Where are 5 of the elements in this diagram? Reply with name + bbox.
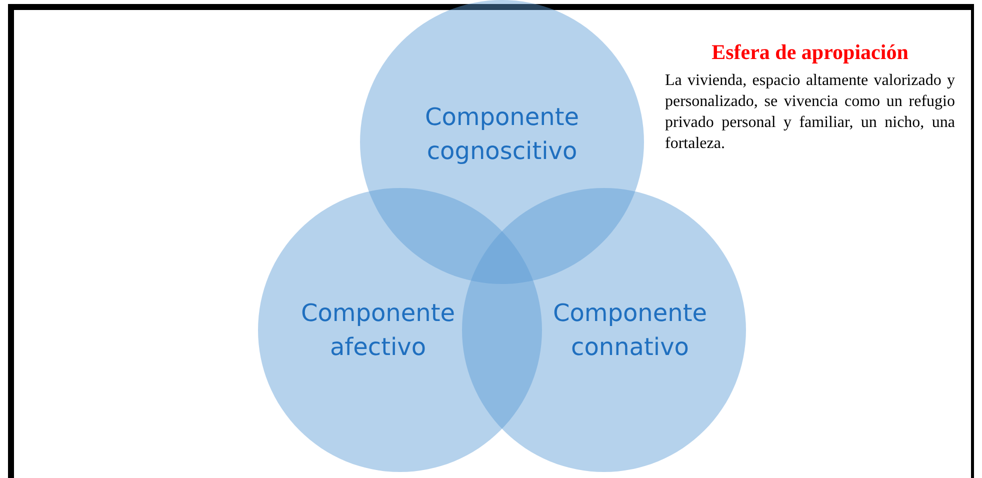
circle-label: Componente afectivo [300,298,456,363]
circle-label: Componente connativo [552,298,708,363]
side-heading: Esfera de apropiación [710,40,910,65]
description-paragraph: La vivienda, espacio altamente valorizado y personalizado, se vivencia como un refugio privado personal y familiar, un nicho, una fortaleza. [665,71,955,154]
circle-label: Componente cognoscitivo [424,102,580,167]
